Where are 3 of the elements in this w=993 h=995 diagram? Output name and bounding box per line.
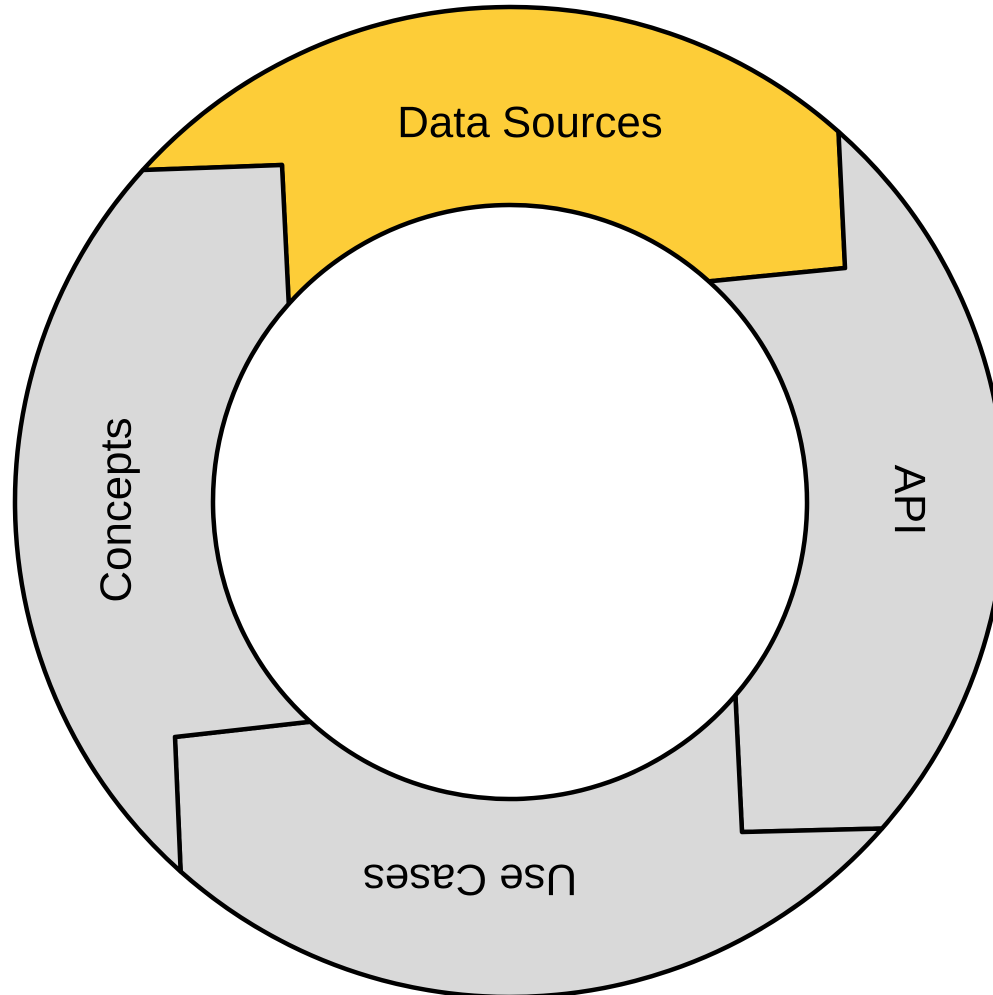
ring-segment: Concepts xyxy=(12,162,312,874)
ring-segment: Data Sources xyxy=(140,6,848,306)
ring-segment: Use Cases xyxy=(172,693,884,995)
